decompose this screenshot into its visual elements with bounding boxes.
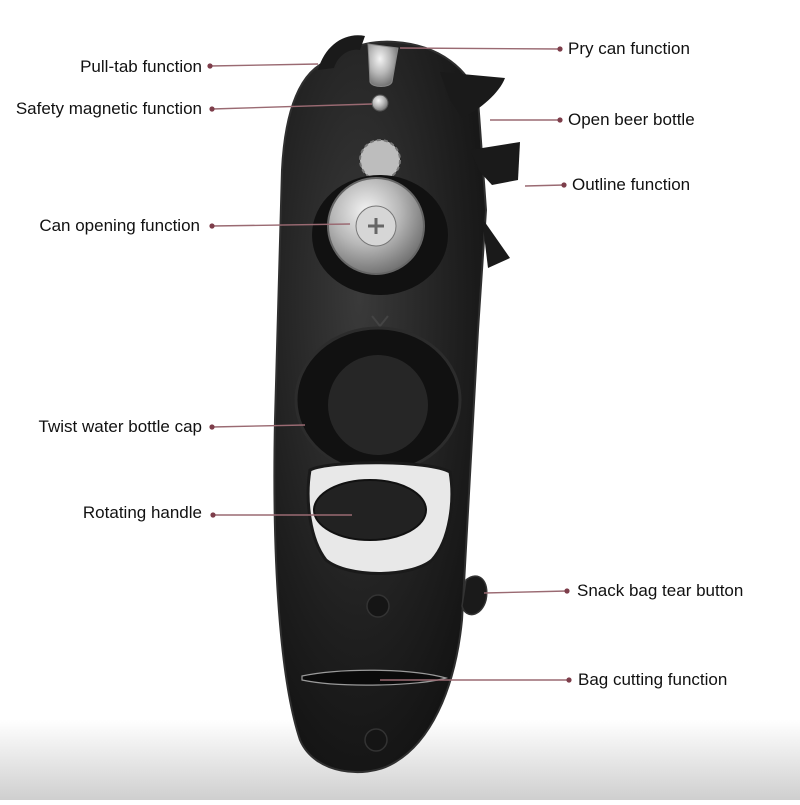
callout-rotating-handle: Rotating handle [82,503,202,522]
leader-dot-safety-magnetic [209,106,215,112]
leader-dot-bag-cutting [566,677,572,683]
bag-cutting-slot [301,669,449,686]
callout-pry-can: Pry can function [568,39,690,58]
leader-line-can-opening [211,223,351,227]
twist-cap-inner [328,355,428,455]
small-round-button [366,594,390,618]
cutting-gear [359,139,401,181]
leader-dot-can-opening [209,223,215,229]
magnet-dot [371,94,389,112]
leader-line-pry-can [399,47,561,50]
callout-beer-bottle: Open beer bottle [568,110,695,129]
leader-lines [207,46,572,683]
leader-line-safety-magnetic [211,103,373,110]
leader-dot-rotating-handle [210,512,216,518]
leader-dot-twist-cap [209,424,215,430]
arrow-mark [371,315,389,328]
callout-twist-cap: Twist water bottle cap [38,417,202,436]
outline-notch [470,142,520,185]
callout-outline: Outline function [572,175,691,194]
rotating-handle-paddle [313,479,427,541]
side-wedge [482,218,510,268]
leader-line-outline [524,184,565,187]
cutting-knob-cross [368,218,384,234]
bottom-round-button [364,728,388,752]
leader-line-twist-cap [211,424,306,428]
callout-snack-bag: Snack bag tear button [577,581,744,600]
snack-bag-button [461,575,488,616]
callout-pull-tab: Pull-tab function [80,57,202,76]
leader-dot-beer-bottle [557,117,563,123]
callout-safety-magnetic: Safety magnetic function [15,99,202,118]
pull-tab-hook [318,35,365,70]
leader-line-pull-tab [209,63,319,67]
pry-can-blade [367,43,399,87]
leader-dot-outline [561,182,567,188]
leader-dot-snack-bag [564,588,570,594]
callout-bag-cutting: Bag cutting function [578,670,728,689]
callout-can-opening: Can opening function [39,216,200,235]
leader-dot-pry-can [557,46,563,52]
leader-line-snack-bag [483,590,568,594]
bottle-opener-hook [440,72,505,118]
leader-dot-pull-tab [207,63,213,69]
